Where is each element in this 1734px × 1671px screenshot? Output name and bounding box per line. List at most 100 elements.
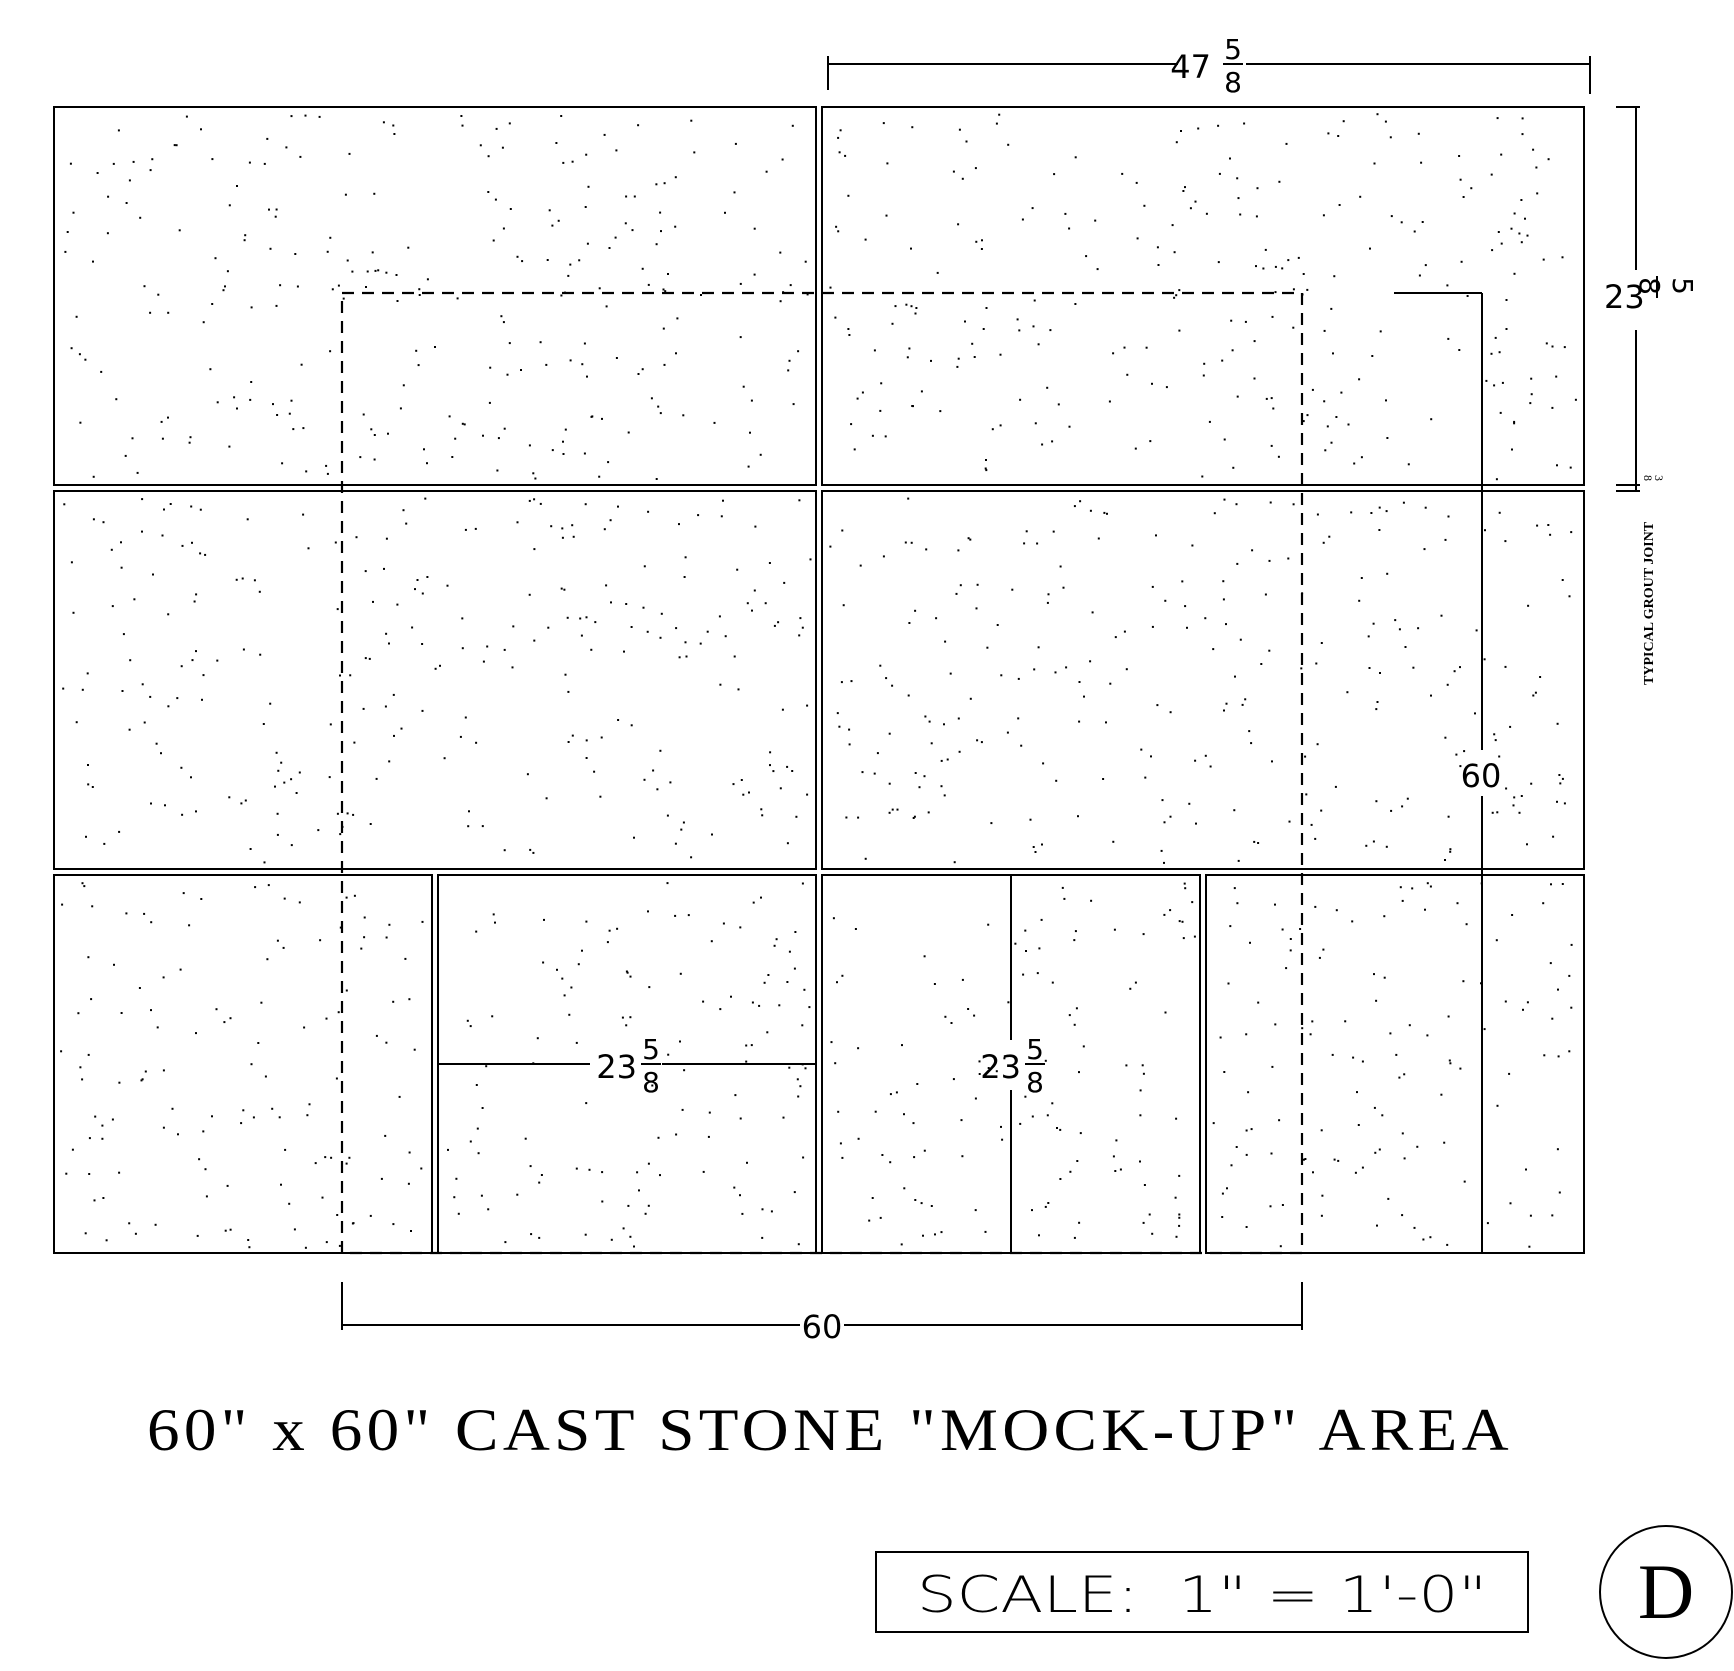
texture-dot: [516, 255, 519, 258]
texture-dot: [770, 1210, 773, 1213]
texture-dot: [503, 427, 506, 430]
texture-dot: [956, 365, 959, 368]
texture-dot: [385, 271, 388, 274]
texture-dot: [487, 191, 490, 193]
texture-dot: [1074, 156, 1077, 159]
texture-dot: [365, 286, 367, 288]
texture-dot: [647, 910, 649, 913]
texture-dot: [561, 536, 564, 539]
texture-dot: [1530, 782, 1533, 785]
texture-dot: [564, 428, 567, 431]
texture-dot: [1557, 988, 1559, 991]
texture-dot: [366, 270, 369, 273]
texture-dot: [1287, 557, 1290, 560]
texture-dot: [1194, 759, 1197, 762]
texture-dot: [1270, 444, 1273, 447]
texture-dot: [1017, 677, 1020, 680]
texture-dot: [384, 1134, 387, 1137]
texture-dot: [304, 1246, 307, 1249]
texture-dot: [1140, 748, 1143, 751]
texture-dot: [571, 734, 574, 737]
texture-dot: [133, 598, 136, 601]
texture-dot: [1287, 259, 1290, 262]
texture-dot: [1235, 503, 1238, 506]
texture-dot: [396, 300, 399, 302]
texture-dot: [561, 527, 564, 530]
texture-dot: [1038, 1234, 1040, 1237]
texture-dot: [1447, 1015, 1450, 1018]
texture-dot: [60, 1050, 63, 1053]
texture-dot: [965, 140, 968, 143]
texture-dot: [348, 1156, 351, 1159]
texture-dot: [603, 528, 606, 531]
texture-dot: [986, 646, 989, 649]
texture-dot: [117, 129, 120, 132]
texture-dot: [66, 231, 69, 233]
texture-dot: [480, 1194, 483, 1197]
texture-dot: [745, 1044, 748, 1047]
texture-dot: [149, 169, 152, 172]
texture-dot: [879, 1216, 882, 1219]
texture-dot: [955, 592, 958, 595]
texture-dot: [375, 1034, 378, 1037]
texture-dot: [747, 465, 750, 468]
texture-dot: [1105, 721, 1107, 724]
texture-dot: [516, 1193, 519, 1196]
texture-dot: [847, 194, 850, 197]
texture-dot: [141, 498, 144, 501]
texture-dot: [739, 282, 742, 285]
texture-dot: [973, 1014, 976, 1017]
texture-dot: [1569, 466, 1572, 469]
texture-dot: [1285, 967, 1288, 970]
texture-dot: [139, 216, 142, 219]
texture-dot: [1078, 1071, 1080, 1074]
texture-dot: [269, 247, 272, 250]
texture-dot: [1331, 1053, 1334, 1056]
texture-dot: [1178, 289, 1181, 292]
texture-dot: [720, 515, 723, 518]
texture-dot: [1059, 1178, 1062, 1180]
texture-dot: [1536, 192, 1539, 195]
texture-dot: [1109, 682, 1112, 685]
texture-dot: [134, 1232, 137, 1235]
texture-dot: [1444, 538, 1447, 541]
texture-dot: [566, 616, 569, 619]
texture-dot: [502, 227, 505, 230]
texture-dot: [911, 405, 914, 407]
texture-dot: [502, 321, 505, 324]
texture-dot: [1024, 929, 1027, 932]
texture-dot: [211, 303, 214, 305]
texture-dot: [1182, 190, 1185, 192]
texture-dot: [70, 347, 73, 350]
texture-dot: [1245, 1226, 1248, 1228]
texture-dot: [247, 1239, 250, 1241]
texture-dot: [629, 1016, 632, 1019]
scale-label: SCALE: 1" = 1'-0": [917, 1566, 1487, 1624]
texture-dot: [336, 608, 339, 611]
texture-dot: [777, 621, 780, 624]
texture-dot: [143, 912, 146, 915]
texture-dot: [503, 648, 506, 651]
texture-dot: [1342, 120, 1345, 123]
texture-dot: [1369, 247, 1371, 250]
texture-dot: [1378, 1148, 1381, 1151]
texture-dot: [684, 556, 687, 559]
texture-dot: [1126, 373, 1129, 376]
texture-dot: [1272, 407, 1275, 410]
texture-dot: [1250, 742, 1253, 745]
texture-dot: [563, 588, 566, 591]
texture-dot: [1178, 1174, 1181, 1177]
texture-dot: [463, 423, 466, 426]
texture-dot: [1073, 505, 1076, 508]
texture-dot: [461, 647, 464, 650]
texture-dot: [1221, 359, 1224, 362]
texture-dot: [973, 356, 976, 358]
texture-dot: [1316, 743, 1319, 746]
texture-dot: [564, 673, 567, 676]
texture-dot: [1250, 1128, 1253, 1131]
texture-dot: [985, 459, 987, 461]
texture-dot: [1236, 562, 1239, 565]
texture-dot: [769, 764, 771, 767]
texture-dot: [314, 1162, 317, 1165]
texture-dot: [789, 284, 792, 287]
